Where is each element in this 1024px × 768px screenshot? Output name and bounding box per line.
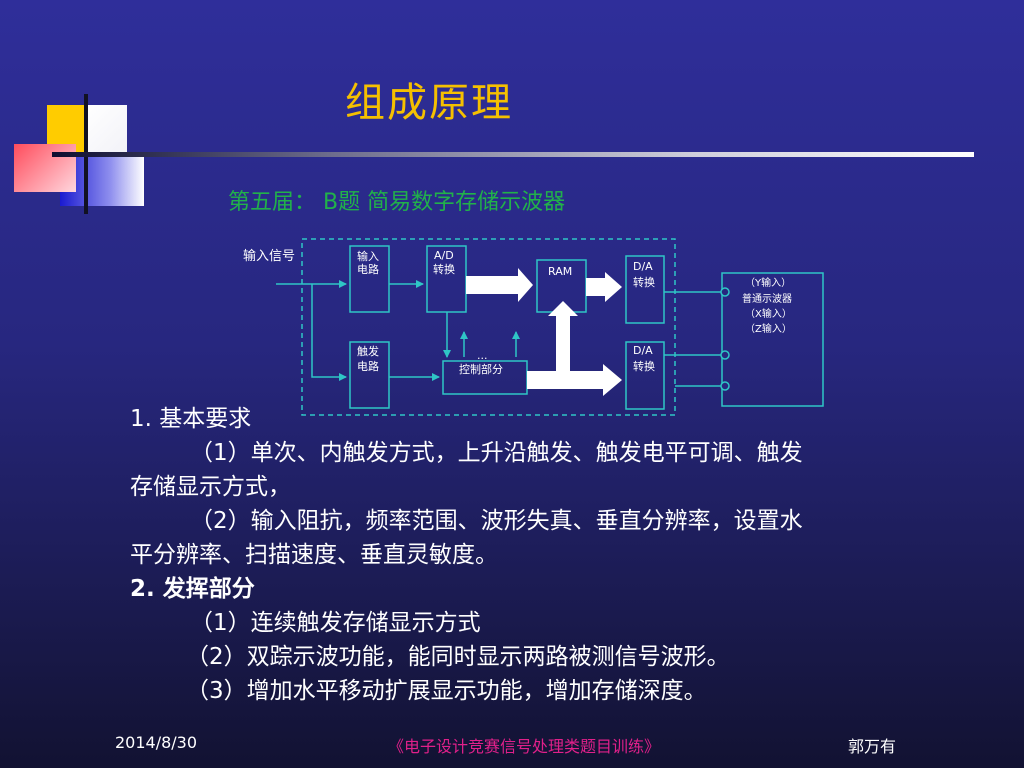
system-boundary [301,238,676,416]
slide-subtitle: 第五届： B题 简易数字存储示波器 [228,190,566,215]
req2-item2: （2）双踪示波功能，能同时显示两路被测信号波形。 [186,644,730,670]
input-circuit-label-2: 电路 [357,263,379,276]
footer-course: 《电子设计竞赛信号处理类题目训练》 [388,737,661,756]
req2-title: 2. 发挥部分 [130,576,255,602]
da-bottom-label-2: 转换 [633,359,655,373]
da-converter-bottom-block [625,341,665,410]
ram-to-da-arrow [586,272,622,302]
ad-label-2: 转换 [433,262,455,276]
input-signal-label: 输入信号 [243,248,295,264]
control-to-ram-arrow [548,301,578,372]
req2-item1: （1）连续触发存储显示方式 [190,610,481,636]
da-converter-top-block [625,255,665,324]
scope-x-terminal [720,350,730,360]
req1-item1-line2: 存储显示方式， [130,474,291,500]
scope-label-z: （Z输入） [745,322,792,335]
da-bottom-label-1: D/A [633,344,653,357]
trigger-label-2: 电路 [357,360,379,373]
title-divider [52,152,974,157]
scope-label-x: （X输入） [745,307,792,320]
input-to-trigger-line [311,284,347,381]
scope-label-y: （Y输入） [745,276,791,289]
input-circuit-label-1: 输入 [357,249,379,263]
control-to-da-arrow [527,364,622,396]
scope-z-terminal [720,381,730,391]
da-top-label-2: 转换 [633,275,655,289]
control-dots: ... [477,349,488,362]
footer-author: 郭万有 [848,737,897,756]
scope-y-terminal [720,287,730,297]
footer-date: 2014/8/30 [115,733,198,752]
req1-title: 1. 基本要求 [130,406,252,432]
da-top-label-1: D/A [633,260,653,273]
trigger-label-1: 触发 [357,344,379,358]
input-circuit-block [349,245,390,313]
req1-item1-line1: （1）单次、内触发方式，上升沿触发、触发电平可调、触发 [190,440,803,466]
req1-item2-line2: 平分辨率、扫描速度、垂直灵敏度。 [130,542,498,568]
req2-item3: （3）增加水平移动扩展显示功能，增加存储深度。 [186,678,707,704]
page-title: 组成原理 [345,80,513,126]
scope-label-name: 普通示波器 [742,292,792,305]
req1-item2-line1: （2）输入阻抗，频率范围、波形失真、垂直分辨率，设置水 [190,508,803,534]
trigger-circuit-block [349,341,390,409]
ram-label: RAM [548,265,572,278]
control-unit-label: 控制部分 [459,362,503,376]
oscilloscope-block [721,272,824,407]
ad-label-1: A/D [434,249,454,262]
decor-white-square [87,105,127,153]
ad-to-ram-arrow [466,268,533,302]
